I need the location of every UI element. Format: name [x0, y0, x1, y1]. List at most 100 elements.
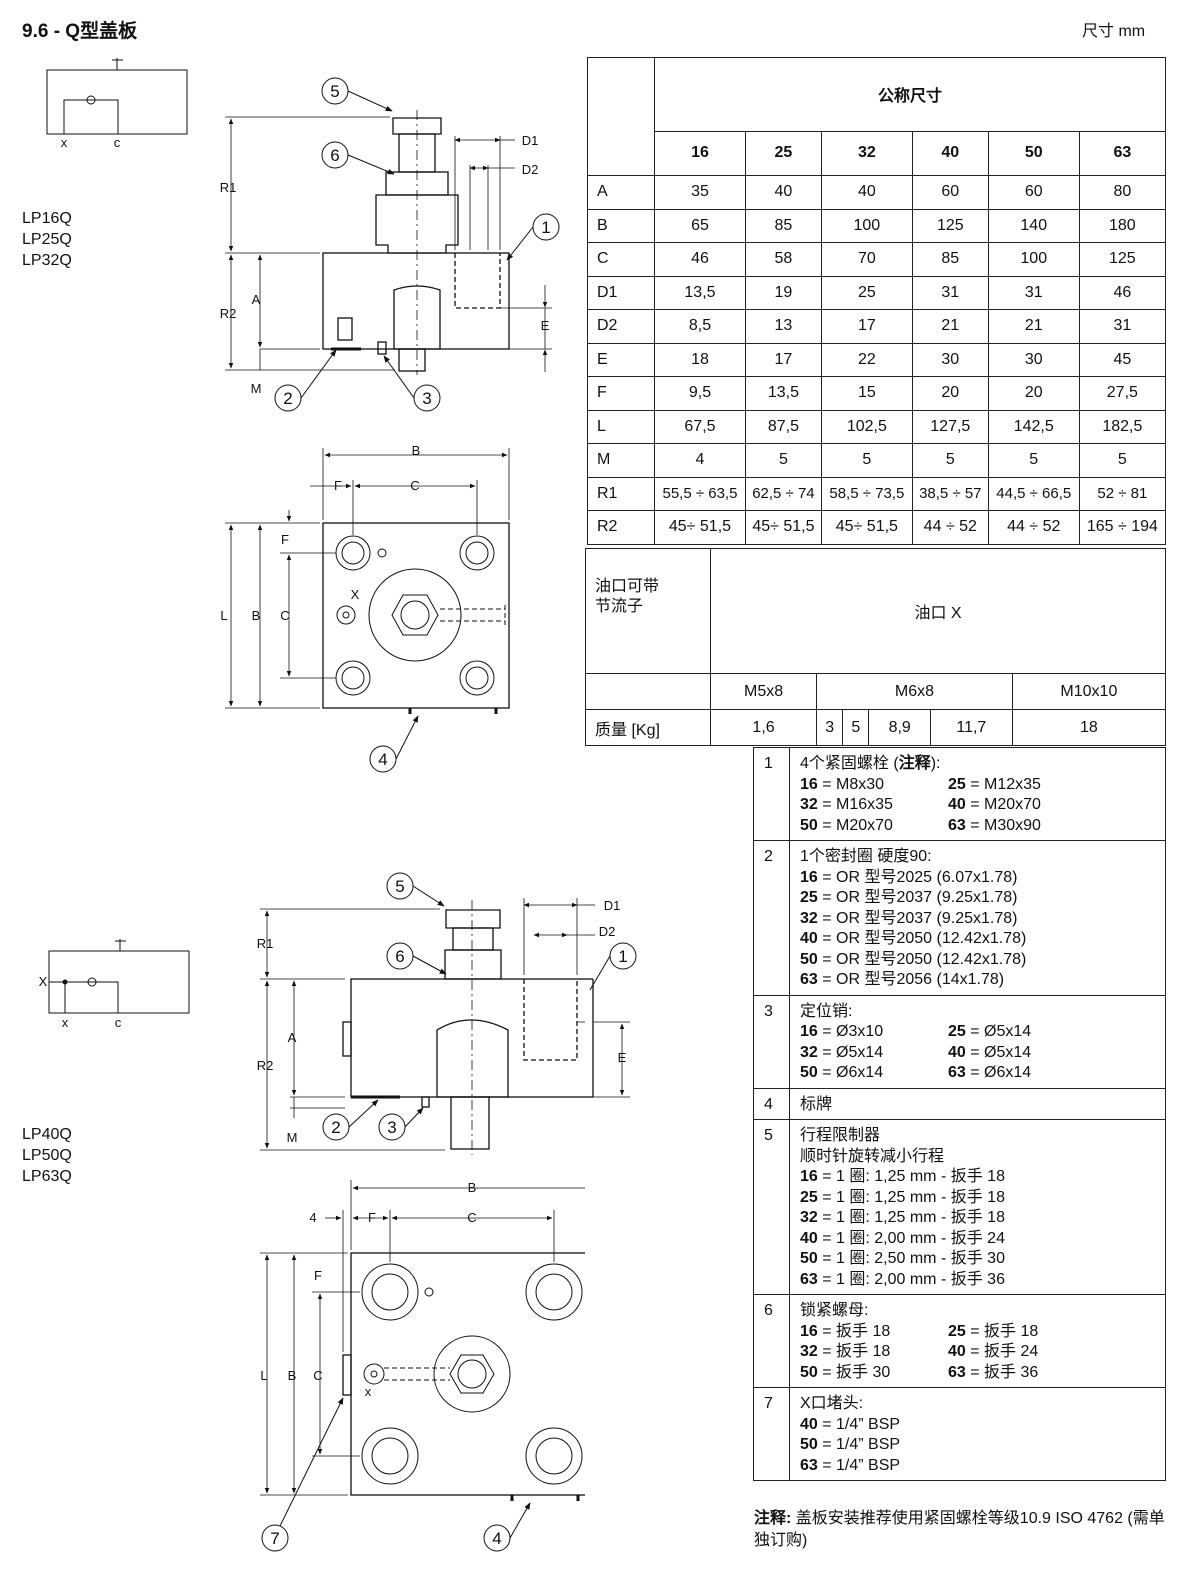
- row-label: E: [587, 342, 655, 377]
- table-cell: 58,5 ÷ 73,5: [820, 476, 913, 511]
- table-cell: 13,5: [654, 275, 746, 310]
- part-spec: 63 = Ø6x14: [948, 1063, 1108, 1084]
- symbol-port-x-label: x: [62, 1015, 69, 1030]
- dim-label-a: A: [288, 1030, 297, 1045]
- dim-label-m: M: [287, 1130, 298, 1145]
- spec-value: = OR 型号2050 (12.42x1.78): [817, 950, 1027, 968]
- port-x-title: 油口 X: [710, 548, 1166, 674]
- row-label: F: [587, 376, 655, 411]
- spec-value: = 1 圈: 2,50 mm - 扳手 30: [817, 1250, 1005, 1267]
- part-spec: 25 = 扳手 18: [948, 1322, 1108, 1343]
- mass-cell: 5: [842, 709, 870, 746]
- table-cell: 125: [1078, 242, 1167, 277]
- dim-label-f: F: [368, 1210, 376, 1225]
- spec-value: = 1/4” BSP: [817, 1436, 901, 1453]
- model-name: LP16Q: [22, 210, 72, 227]
- part-spec: 32 = 1 圈: 1,25 mm - 扳手 18: [800, 1208, 1157, 1229]
- empty-cell: [585, 673, 711, 710]
- model-name: LP50Q: [22, 1147, 72, 1164]
- table-cell: 80: [1078, 175, 1167, 210]
- table-cell: 17: [820, 309, 913, 344]
- spec-value: = Ø3x10: [817, 1023, 884, 1040]
- size-key: 50: [800, 950, 818, 968]
- table-cell: 40: [820, 175, 913, 210]
- port-throttle-label-line: 节流子: [595, 598, 644, 615]
- part-title: X口堵头:: [800, 1394, 1157, 1415]
- spec-value: = M12x35: [965, 775, 1041, 793]
- part-number: 6: [753, 1294, 790, 1388]
- dim-label-d1: D1: [522, 133, 539, 148]
- dim-label-c: C: [280, 608, 289, 623]
- table-cell: 4: [654, 443, 746, 478]
- model-list-small: LP16Q LP25Q LP32Q: [22, 208, 72, 271]
- spec-value: = Ø6x14: [965, 1064, 1032, 1081]
- spec-value: = 扳手 18: [965, 1322, 1039, 1340]
- dim-label-r2: R2: [257, 1058, 274, 1073]
- spec-value: = OR 型号2056 (14x1.78): [817, 971, 1005, 988]
- row-label: D1: [587, 275, 655, 310]
- spec-value: = M30x90: [965, 816, 1041, 834]
- row-label: C: [587, 242, 655, 277]
- table-cell: 127,5: [911, 409, 989, 444]
- dim-label-d2: D2: [599, 924, 616, 939]
- balloon-label: 2: [331, 1118, 340, 1137]
- spec-value: = Ø5x14: [965, 1023, 1032, 1040]
- dim-label-b: B: [288, 1368, 297, 1383]
- size-key: 25: [948, 1322, 966, 1340]
- size-header: 63: [1078, 130, 1167, 177]
- part-spec: 32 = OR 型号2037 (9.25x1.78): [800, 909, 1157, 930]
- symbol-port-c-label: c: [114, 135, 121, 150]
- part-spec: 50 = 1 圈: 2,50 mm - 扳手 30: [800, 1249, 1157, 1270]
- footnote-label: 注释:: [754, 1510, 792, 1527]
- table-cell: 44 ÷ 52: [987, 510, 1080, 545]
- table-cell: 65: [654, 208, 746, 243]
- size-key: 16: [800, 868, 818, 886]
- part-subtitle: 顺时针旋转减小行程: [800, 1147, 945, 1165]
- unit-label: 尺寸 mm: [1082, 23, 1146, 40]
- table-corner: [587, 57, 655, 176]
- dim-label-c: C: [467, 1210, 476, 1225]
- part-number: 4: [753, 1087, 790, 1120]
- size-key: 63: [948, 1363, 966, 1381]
- balloon-label: 1: [541, 218, 550, 237]
- spec-value: = OR 型号2025 (6.07x1.78): [817, 868, 1018, 886]
- table-cell: 20: [987, 376, 1080, 411]
- spec-value: = 1 圈: 1,25 mm - 扳手 18: [817, 1188, 1005, 1206]
- table-cell: 30: [987, 342, 1080, 377]
- spec-value: = 1 圈: 2,00 mm - 扳手 36: [817, 1270, 1005, 1288]
- model-list-large: LP40Q LP50Q LP63Q: [22, 1124, 72, 1187]
- part-spec: 40 = 1 圈: 2,00 mm - 扳手 24: [800, 1229, 1157, 1250]
- table-cell: 5: [987, 443, 1080, 478]
- size-key: 63: [800, 971, 818, 988]
- size-key: 40: [800, 1415, 818, 1433]
- spec-value: = OR 型号2050 (12.42x1.78): [817, 930, 1027, 947]
- part-spec: 50 = M20x70: [800, 816, 948, 837]
- dim-label-a: A: [252, 292, 261, 307]
- dim-label-b: B: [252, 608, 261, 623]
- part-title-text: 锁紧螺母:: [800, 1302, 869, 1319]
- mass-cell: 3: [816, 709, 844, 746]
- model-name: LP32Q: [22, 252, 72, 269]
- table-cell: 44 ÷ 52: [911, 510, 989, 545]
- table-cell: 13,5: [744, 376, 822, 411]
- row-label: D2: [587, 309, 655, 344]
- part-spec: 63 = 1 圈: 2,00 mm - 扳手 36: [800, 1270, 1157, 1291]
- port-throttle-label-line: 油口可带: [595, 578, 660, 595]
- part-spec: 25 = M12x35: [948, 775, 1108, 796]
- spec-value: = Ø5x14: [817, 1043, 884, 1061]
- spec-value: = M20x70: [817, 816, 893, 834]
- port-throttle-label: 油口可带 节流子: [585, 548, 711, 674]
- table-cell: 21: [987, 309, 1080, 344]
- technical-drawings: x c X x c R1 R2 A M D1 D2 E B F C F L B …: [39, 58, 585, 1552]
- spec-value: = 扳手 24: [965, 1343, 1039, 1360]
- footnote: 注释: 盖板安装推荐使用紧固螺栓等级10.9 ISO 4762 (需单独订购): [754, 1508, 1174, 1552]
- size-key: 25: [800, 889, 818, 906]
- part-spec: 16 = M8x30: [800, 775, 948, 796]
- table-cell: 30: [911, 342, 989, 377]
